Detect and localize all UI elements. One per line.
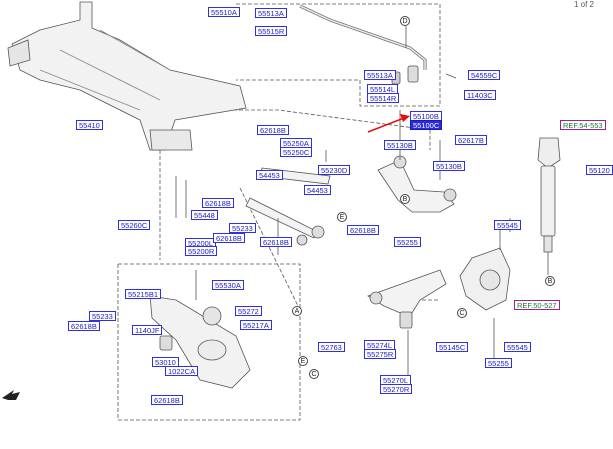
part-label[interactable]: 62618B xyxy=(202,198,234,208)
toe-link xyxy=(245,197,319,239)
part-label[interactable]: 55215B1 xyxy=(125,289,162,299)
part-label[interactable]: 54559C xyxy=(468,70,501,80)
part-label[interactable]: 55545 xyxy=(504,342,531,352)
part-label[interactable]: 55275R xyxy=(364,349,397,359)
part-label[interactable]: 62618B xyxy=(68,321,100,331)
callout-letter: B xyxy=(400,194,410,204)
part-label[interactable]: 55270R xyxy=(380,384,413,394)
part-label[interactable]: 55448 xyxy=(191,210,218,220)
part-label[interactable]: 62618B xyxy=(260,237,292,247)
page-indicator: 1 of 2 xyxy=(573,0,594,9)
reference-label[interactable]: REF.54-553 xyxy=(560,120,606,130)
callout-letter: C xyxy=(457,308,467,318)
part-label[interactable]: 55130B xyxy=(433,161,465,171)
part-label[interactable]: 55217A xyxy=(240,320,272,330)
part-label[interactable]: 62617B xyxy=(455,135,487,145)
lower-trailing-arm xyxy=(367,269,447,317)
part-label[interactable]: 55145C xyxy=(436,342,469,352)
callout-letter: C xyxy=(309,369,319,379)
exploded-view-artwork xyxy=(2,1,561,421)
part-label[interactable]: 55514R xyxy=(367,93,400,103)
part-label[interactable]: 55233 xyxy=(229,223,256,233)
reference-label[interactable]: REF.50-527 xyxy=(514,300,560,310)
group-frame-lower-arm xyxy=(117,263,301,421)
part-label[interactable]: 55513A xyxy=(255,8,287,18)
part-label[interactable]: 62618B xyxy=(213,233,245,243)
shock-absorber xyxy=(537,137,561,169)
part-label[interactable]: 55260C xyxy=(118,220,151,230)
part-label[interactable]: 1140JF xyxy=(132,325,163,335)
part-label[interactable]: 55255 xyxy=(394,237,421,247)
part-label[interactable]: 55272 xyxy=(235,306,262,316)
part-label[interactable]: 54453 xyxy=(256,170,283,180)
part-label[interactable]: 55515R xyxy=(255,26,288,36)
part-label[interactable]: 55510A xyxy=(208,7,240,17)
front-direction-icon xyxy=(2,390,20,400)
part-label[interactable]: 52763 xyxy=(318,342,345,352)
part-label[interactable]: 55410 xyxy=(76,120,103,130)
part-label[interactable]: 55513A xyxy=(364,70,396,80)
callout-letter: B xyxy=(545,276,555,286)
callout-letter: A xyxy=(292,306,302,316)
part-label[interactable]: 55120 xyxy=(586,165,613,175)
callout-letter: D xyxy=(400,16,410,26)
part-label[interactable]: 62618B xyxy=(257,125,289,135)
part-label[interactable]: 55530A xyxy=(212,280,244,290)
parts-diagram: 1 of 2 55510A 55513A 55515R 55513A 55514… xyxy=(2,0,613,421)
red-pointer-arrow xyxy=(367,114,410,133)
part-label[interactable]: 55200R xyxy=(185,246,218,256)
part-label[interactable]: 55250C xyxy=(280,147,313,157)
group-frame-stabilizer xyxy=(236,3,441,107)
part-label[interactable]: 55233 xyxy=(89,311,116,321)
part-label[interactable]: 62618B xyxy=(347,225,379,235)
callout-letter: E xyxy=(337,212,347,222)
part-label[interactable]: 55130B xyxy=(384,140,416,150)
part-label[interactable]: 62618B xyxy=(151,395,183,405)
callout-letter: E xyxy=(298,356,308,366)
part-label[interactable]: 1022CA xyxy=(165,366,199,376)
part-label[interactable]: 55545 xyxy=(494,220,521,230)
group-frame-upper-arm xyxy=(185,109,431,150)
part-label[interactable]: 55255 xyxy=(485,358,512,368)
part-label[interactable]: 55230D xyxy=(318,165,351,175)
part-label[interactable]: 11403C xyxy=(464,90,496,100)
part-label[interactable]: 54453 xyxy=(304,185,331,195)
rear-subframe xyxy=(11,1,247,151)
upper-control-arm xyxy=(377,159,455,213)
part-label-highlighted[interactable]: 55100C xyxy=(410,120,443,130)
